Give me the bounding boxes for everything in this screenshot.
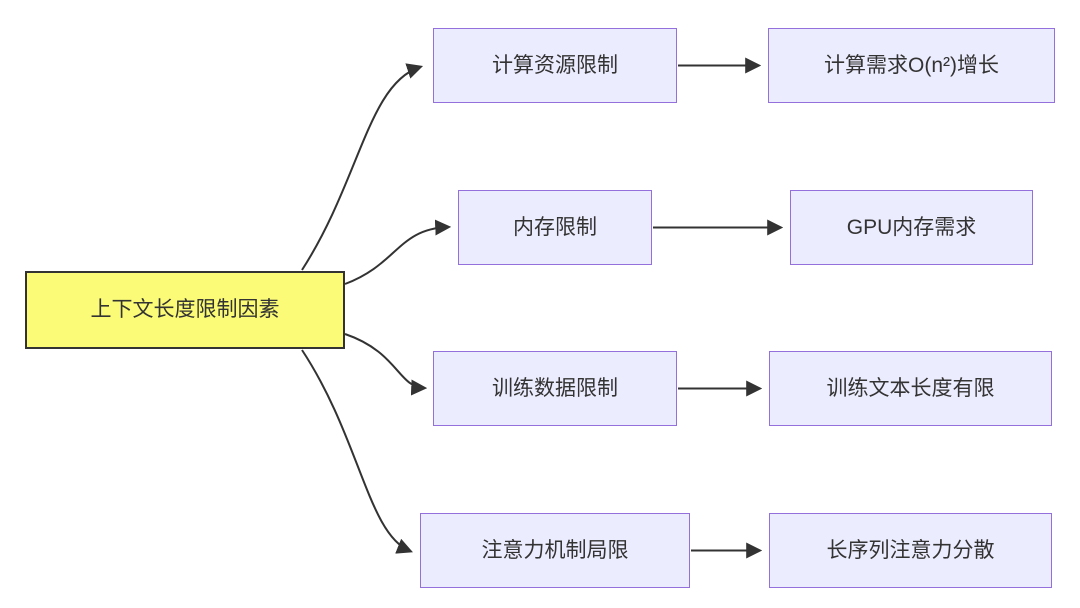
effect-node-text-length: 训练文本长度有限 [769,351,1052,426]
effect-node-label: 训练文本长度有限 [826,376,995,400]
effect-node-label: 计算需求O(n²)增长 [824,53,999,77]
edge-root-to-cause-2 [344,219,452,285]
edge-root-to-cause-1 [301,63,424,271]
cause-node-label: 注意力机制局限 [481,538,629,562]
cause-node-memory: 内存限制 [458,190,652,265]
cause-node-training-data: 训练数据限制 [433,351,677,426]
cause-node-compute: 计算资源限制 [433,28,677,103]
root-node-label: 上下文长度限制因素 [90,298,280,322]
edge-root-to-cause-3 [344,333,428,396]
effect-node-label: 长序列注意力分散 [826,538,995,562]
edge-root-to-cause-4 [301,349,413,554]
effect-node-label: GPU内存需求 [846,215,977,239]
effect-node-gpu-memory: GPU内存需求 [790,190,1033,265]
cause-node-label: 内存限制 [513,215,597,239]
cause-node-attention: 注意力机制局限 [420,513,690,588]
effect-node-compute-growth: 计算需求O(n²)增长 [768,28,1055,103]
effect-node-attention-dispersion: 长序列注意力分散 [769,513,1052,588]
cause-node-label: 计算资源限制 [492,53,618,77]
cause-node-label: 训练数据限制 [492,376,618,400]
root-node: 上下文长度限制因素 [25,271,345,349]
